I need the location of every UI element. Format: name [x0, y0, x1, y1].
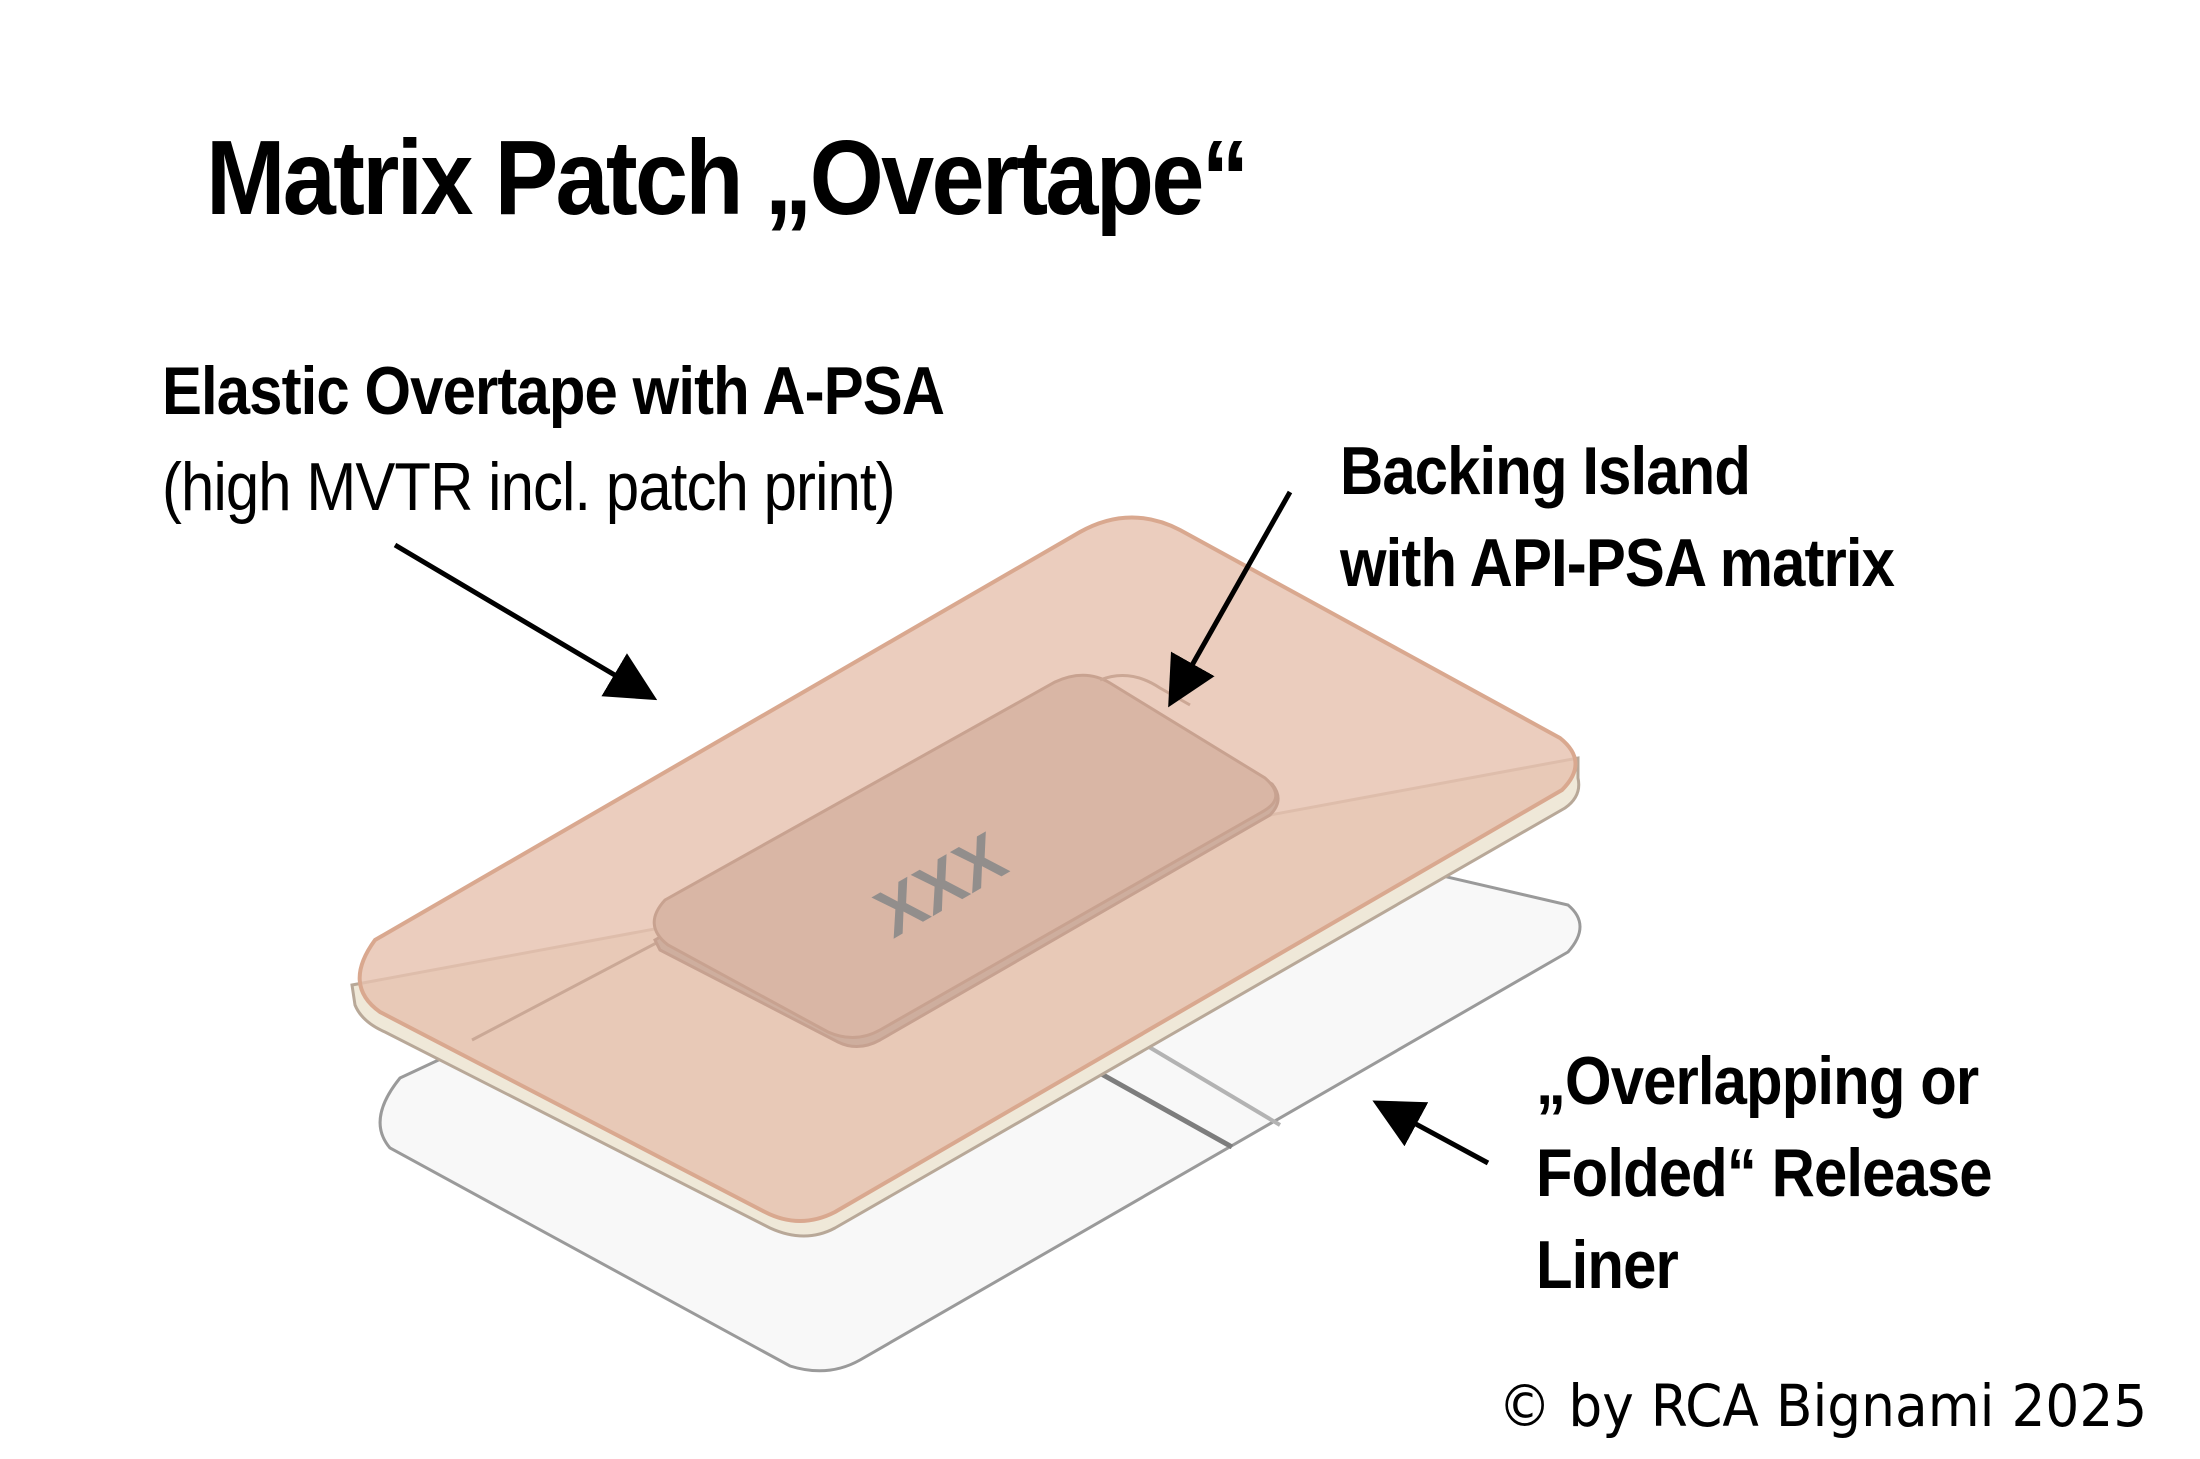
backing-island: XXX: [652, 673, 1280, 1048]
backing-island-top: [652, 673, 1278, 1039]
backing-label-line-2: with API-PSA matrix: [1340, 525, 1895, 601]
liner-label-line-1: „Overlapping or: [1536, 1043, 1979, 1119]
liner-label-line-2: Folded“ Release: [1536, 1135, 1993, 1211]
liner-label-line-3: Liner: [1536, 1227, 1679, 1303]
backing-label-line-1: Backing Island: [1340, 433, 1751, 509]
diagram-title: Matrix Patch „Overtape“: [206, 119, 1249, 237]
overtape-label-title: Elastic Overtape with A-PSA: [162, 353, 945, 429]
copyright-notice: © by RCA Bignami 2025: [1498, 1372, 2148, 1440]
backing-island-outline-through-overtape: [1099, 674, 1191, 707]
overtape-arrow: [393, 542, 658, 701]
liner-arrow: [1372, 1100, 1490, 1166]
overtape-label-detail: (high MVTR incl. patch print): [162, 449, 896, 525]
release-liner-label: „Overlapping or Folded“ Release Liner: [1536, 1035, 1993, 1311]
backing-island-label: Backing Island with API-PSA matrix: [1340, 425, 1895, 609]
backing-arrow: [1168, 490, 1293, 708]
